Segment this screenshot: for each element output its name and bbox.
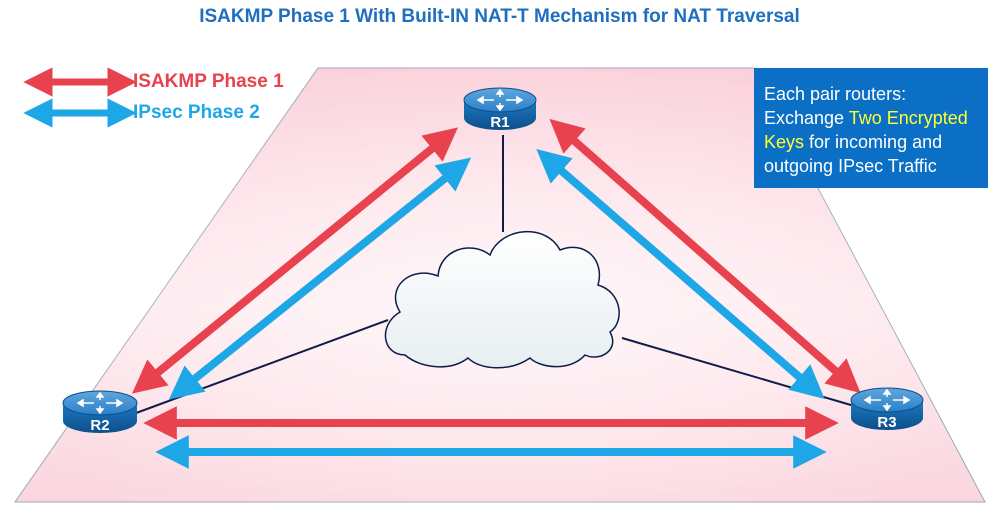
router-r2[interactable]: R2	[62, 390, 138, 434]
legend-phase1-label: ISAKMP Phase 1	[133, 71, 284, 92]
router-r2-label: R2	[90, 417, 109, 434]
router-icon	[476, 88, 524, 112]
router-r1[interactable]: R1	[463, 87, 537, 131]
arrow-phase2-r1-r3	[536, 148, 825, 400]
arrow-phase2-r1-r2	[168, 157, 472, 400]
info-box: Each pair routers: Exchange Two Encrypte…	[754, 68, 988, 188]
router-r3-label: R3	[877, 414, 896, 431]
diagram-title: ISAKMP Phase 1 With Built-IN NAT-T Mecha…	[199, 6, 800, 27]
info-highlight: Keys	[764, 132, 805, 152]
info-line-3: Keys for incoming and	[764, 130, 980, 154]
info-text: for incoming and	[804, 132, 943, 152]
router-icon	[863, 388, 911, 412]
router-r1-label: R1	[490, 114, 509, 131]
info-highlight: Two Encrypted	[848, 108, 968, 128]
legend-phase2-label: IPsec Phase 2	[133, 102, 260, 123]
info-line-4: outgoing IPsec Traffic	[764, 156, 937, 176]
info-line-1: Each pair routers:	[764, 84, 907, 104]
info-line-2: Exchange Two Encrypted	[764, 106, 980, 130]
info-text: Exchange	[764, 108, 849, 128]
router-icon	[76, 391, 124, 415]
router-r3[interactable]: R3	[850, 387, 924, 431]
